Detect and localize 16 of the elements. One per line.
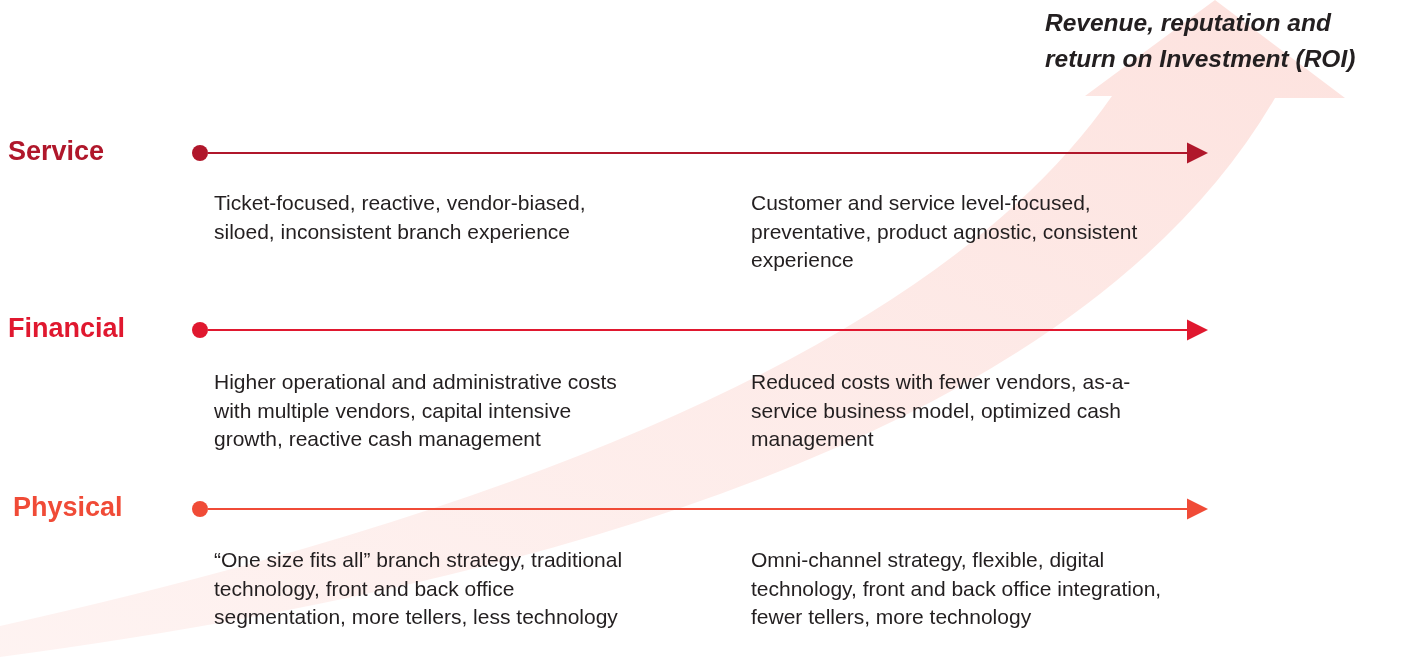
timeline-arrow (207, 498, 1208, 520)
row-heading: Financial (8, 313, 126, 344)
description-text: Reduced costs with fewer vendors, as-a-service business model, optimized cash management (751, 369, 1132, 452)
timeline-dot (192, 322, 208, 338)
timeline-dot (192, 501, 208, 517)
row-heading: Service (8, 136, 105, 167)
timeline-arrow (207, 319, 1208, 341)
timeline-arrow (207, 142, 1208, 164)
description-text: Higher operational and administrative costs with multiple vendors, capital intensive growth, reactive cash management (214, 369, 618, 452)
description-text: Omni-channel strategy, flexible, digital technology, front and back office integration, fewer tellers, more technology (751, 547, 1163, 630)
row-heading: Physical (13, 492, 123, 523)
description-text: “One size fits all” branch strategy, traditional technology, front and back office segmentation, more tellers, less technology (214, 547, 624, 630)
description-text: Customer and service level-focused, preventative, product agnostic, consistent experience (751, 190, 1139, 273)
outcome-heading: Revenue, reputation and return on Investment (ROI) (1045, 8, 1357, 74)
description-text: Ticket-focused, reactive, vendor-biased, siloed, inconsistent branch experience (214, 190, 587, 245)
timeline-dot (192, 145, 208, 161)
